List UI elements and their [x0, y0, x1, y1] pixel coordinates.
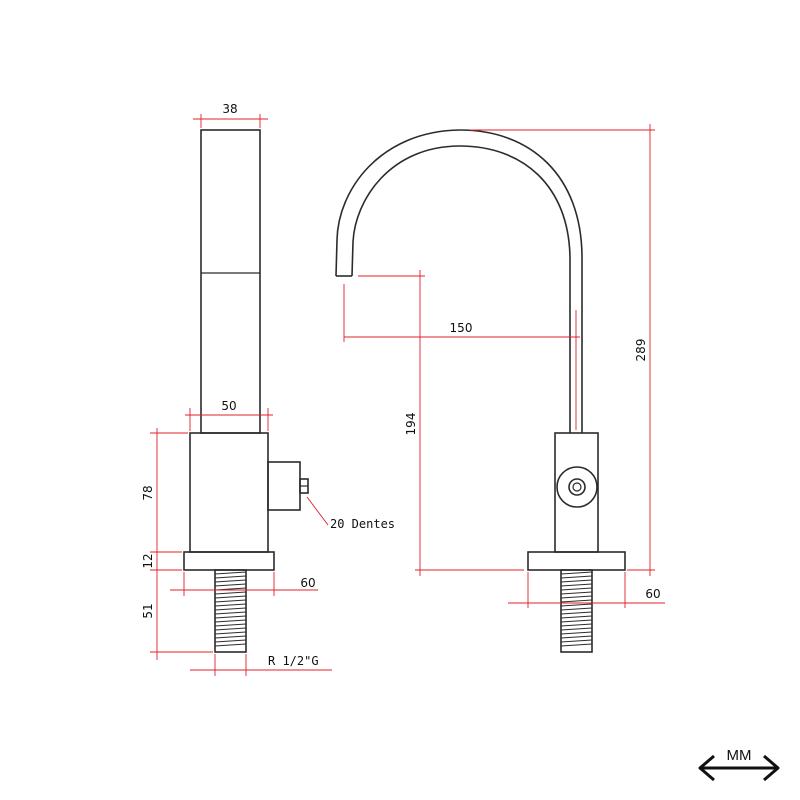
double-arrow-icon [698, 754, 780, 782]
dim-overall-height: 289 [470, 124, 655, 576]
dim-side-base-width-label: 60 [300, 576, 315, 590]
valve-handle-center [568, 478, 586, 496]
valve-note-leader: 20 Dentes [306, 496, 395, 531]
dim-front-base-width-label: 60 [645, 587, 660, 601]
dim-body-width: 50 [185, 399, 273, 431]
valve-note-label: 20 Dentes [330, 517, 395, 531]
unit-badge: MM [698, 747, 780, 782]
dim-body-height-label: 78 [141, 485, 155, 500]
base-plate [183, 551, 275, 571]
dim-thread-diameter: R 1/2"G [190, 654, 332, 676]
dim-reach-label: 150 [450, 321, 473, 335]
gooseneck-spout [335, 129, 583, 433]
side-knob [267, 461, 301, 511]
front-base-plate [527, 551, 626, 571]
dim-front-base-width: 60 [508, 572, 665, 608]
unit-label: MM [727, 747, 752, 764]
dim-body-width-label: 50 [221, 399, 236, 413]
front-threaded-shank [560, 569, 593, 653]
dim-spout-height-label: 194 [404, 413, 418, 436]
threaded-shank [214, 569, 247, 653]
dim-side-base-width: 60 [170, 572, 318, 596]
dim-spout-width: 38 [193, 102, 268, 128]
dim-overall-height-label: 289 [634, 339, 648, 362]
dim-base-height-label: 12 [141, 553, 155, 568]
valve-body [189, 432, 269, 553]
side-view: 38 50 78 12 51 60 [141, 102, 395, 676]
front-view: 150 194 289 60 [335, 124, 665, 653]
dim-left-verticals [150, 428, 213, 660]
dim-reach: 150 [343, 284, 580, 430]
dim-thread-length-label: 51 [141, 603, 155, 618]
dim-spout-width-label: 38 [222, 102, 237, 116]
valve-handle [556, 466, 598, 508]
dim-spout-height: 194 [358, 270, 524, 576]
shank-thread-lines [214, 571, 247, 647]
thread-spec-label: R 1/2"G [268, 654, 319, 668]
front-shank-thread-lines [560, 571, 593, 647]
front-valve-body [554, 432, 599, 553]
spout-column [200, 129, 261, 434]
